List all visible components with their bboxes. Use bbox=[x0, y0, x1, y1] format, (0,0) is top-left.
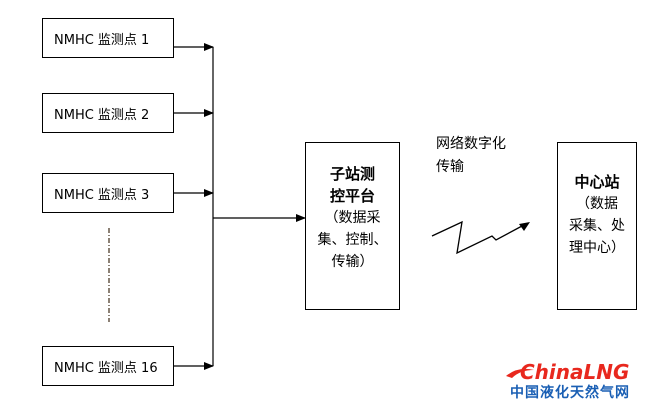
network-label-line1: 网络数字化 bbox=[436, 136, 506, 152]
monitoring-point-label: NMHC 监测点 3 bbox=[54, 187, 150, 203]
chinalng-watermark-logo: ChinaLNG 中国液化天然气网 bbox=[506, 360, 658, 402]
monitoring-point-1: NMHC 监测点 1 bbox=[42, 18, 174, 58]
logo-brand-en: ChinaLNG bbox=[520, 360, 630, 384]
center-station-box: 中心站 （数据 采集、处 理中心） bbox=[557, 142, 637, 310]
network-label: 网络数字化 传输 bbox=[436, 133, 546, 179]
center-desc-line1: （数据 bbox=[576, 196, 618, 212]
logo-brand-cn: 中国液化天然气网 bbox=[510, 385, 630, 401]
network-label-line2: 传输 bbox=[436, 159, 464, 175]
substation-desc-line3: 传输） bbox=[331, 254, 374, 270]
substation-desc-line1: （数据采 bbox=[324, 210, 381, 226]
swoosh-icon bbox=[506, 368, 534, 378]
center-station-title: 中心站 bbox=[574, 173, 620, 191]
monitoring-point-label: NMHC 监测点 16 bbox=[54, 360, 158, 376]
network-zigzag bbox=[431, 220, 523, 255]
substation-title-line1: 子站测 bbox=[329, 165, 375, 183]
monitoring-point-2: NMHC 监测点 2 bbox=[42, 93, 174, 133]
monitoring-point-label: NMHC 监测点 1 bbox=[54, 32, 150, 48]
monitoring-point-16: NMHC 监测点 16 bbox=[42, 346, 174, 386]
substation-title-line2: 控平台 bbox=[329, 187, 375, 205]
center-desc-line3: 理中心） bbox=[569, 240, 625, 256]
center-desc-line2: 采集、处 bbox=[569, 218, 625, 234]
network-arrowhead bbox=[519, 222, 530, 231]
monitoring-point-label: NMHC 监测点 2 bbox=[54, 107, 150, 123]
substation-desc-line2: 集、控制、 bbox=[317, 232, 388, 248]
substation-box: 子站测 控平台 （数据采 集、控制、 传输） bbox=[305, 142, 400, 310]
monitoring-point-3: NMHC 监测点 3 bbox=[42, 173, 174, 213]
